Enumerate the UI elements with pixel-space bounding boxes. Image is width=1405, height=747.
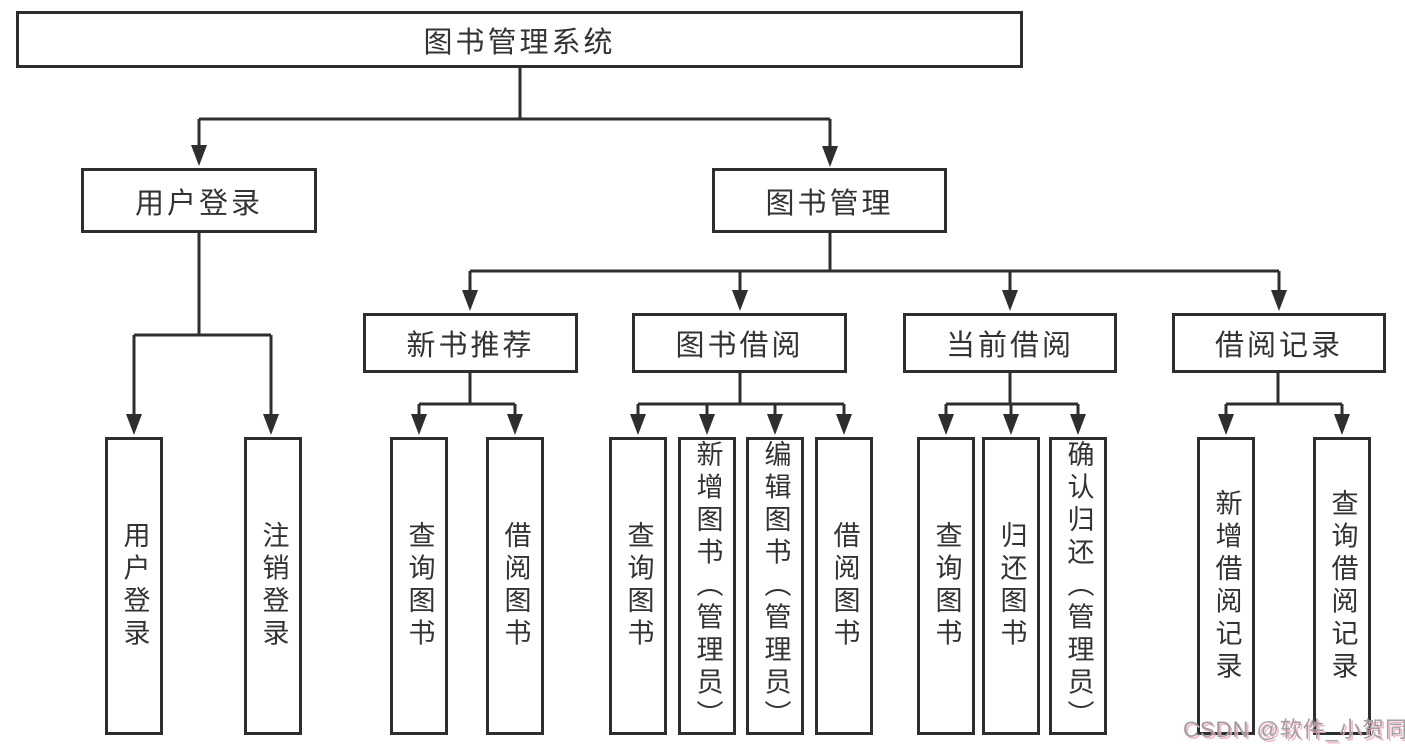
node-label: 查询图书 xyxy=(404,521,435,651)
leaf-return-book: 归还图书 xyxy=(982,437,1040,735)
arrowhead xyxy=(1003,414,1019,435)
node-label: 当前借阅 xyxy=(945,330,1074,362)
leaf-edit-book-admin: 编辑图书（管理员） xyxy=(746,437,804,735)
leaf-add-borrow-record: 新增借阅记录 xyxy=(1197,437,1255,735)
node-label: 归还图书 xyxy=(996,521,1027,651)
arrowhead xyxy=(1218,414,1234,435)
arrowhead xyxy=(630,414,646,435)
node-label: 查询图书 xyxy=(931,521,962,651)
arrowhead xyxy=(263,414,279,435)
arrowhead xyxy=(1002,290,1018,311)
arrowhead xyxy=(836,414,852,435)
arrowhead xyxy=(699,414,715,435)
connector-currentborrow-to-leaves xyxy=(944,373,1080,420)
leaf-borrow-books: 借阅图书 xyxy=(815,437,873,735)
node-label: 用户登录 xyxy=(134,187,263,220)
node-label: 确认归还（管理员） xyxy=(1063,439,1094,733)
arrowhead xyxy=(732,290,748,311)
node-user-login: 用户登录 xyxy=(81,168,317,233)
node-label: 新书推荐 xyxy=(406,330,535,362)
arrowhead xyxy=(1070,414,1086,435)
leaf-query-books-current: 查询图书 xyxy=(917,437,975,735)
node-label: 查询图书 xyxy=(623,521,654,651)
node-library-system-root: 图书管理系统 xyxy=(16,11,1023,68)
arrowhead xyxy=(411,414,427,435)
arrowhead xyxy=(1334,414,1350,435)
node-label: 编辑图书（管理员） xyxy=(760,439,791,733)
connector-newbook-to-leaves xyxy=(417,373,517,420)
node-book-management: 图书管理 xyxy=(712,168,947,233)
csdn-watermark: CSDN @软件_小贺同学 xyxy=(1183,717,1405,742)
leaf-add-book-admin: 新增图书（管理员） xyxy=(678,437,736,735)
leaf-query-books-recommend: 查询图书 xyxy=(390,437,448,735)
node-label: 注销登录 xyxy=(258,521,289,651)
leaf-confirm-return-admin: 确认归还（管理员） xyxy=(1049,437,1107,735)
node-current-borrow: 当前借阅 xyxy=(903,313,1117,373)
node-label: 借阅图书 xyxy=(500,521,531,651)
leaf-borrow-books-recommend: 借阅图书 xyxy=(486,437,544,735)
node-label: 新增借阅记录 xyxy=(1211,488,1242,684)
node-label: 新增图书（管理员） xyxy=(692,439,723,733)
node-borrow-records: 借阅记录 xyxy=(1172,313,1386,373)
leaf-query-borrow-record: 查询借阅记录 xyxy=(1313,437,1371,735)
connector-root-to-level2 xyxy=(197,68,832,151)
arrowheads xyxy=(126,145,1350,435)
node-label: 图书管理 xyxy=(765,187,894,220)
arrowhead xyxy=(507,414,523,435)
node-label: 借阅图书 xyxy=(829,521,860,651)
node-new-book-recommend: 新书推荐 xyxy=(363,313,578,373)
connector-userlogin-to-leaves xyxy=(132,232,273,419)
node-label: 图书借阅 xyxy=(675,330,804,362)
arrowhead xyxy=(822,146,838,167)
arrowhead xyxy=(462,290,478,311)
node-book-borrow: 图书借阅 xyxy=(632,313,847,373)
leaf-user-login: 用户登录 xyxy=(105,437,163,735)
connector-bookborrow-to-leaves xyxy=(636,373,846,420)
node-label: 借阅记录 xyxy=(1214,330,1343,362)
leaf-logout: 注销登录 xyxy=(244,437,302,735)
leaf-query-books-borrow: 查询图书 xyxy=(609,437,667,735)
connector-bookmgmt-to-level3 xyxy=(468,233,1281,295)
arrowhead xyxy=(191,145,207,166)
connector-borrowrecords-to-leaves xyxy=(1224,373,1344,420)
node-label: 用户登录 xyxy=(119,521,150,651)
node-label: 查询借阅记录 xyxy=(1327,488,1358,684)
arrowhead xyxy=(767,414,783,435)
arrowhead xyxy=(938,414,954,435)
node-label: 图书管理系统 xyxy=(423,26,616,59)
arrowhead xyxy=(1271,290,1287,311)
arrowhead xyxy=(126,414,142,435)
